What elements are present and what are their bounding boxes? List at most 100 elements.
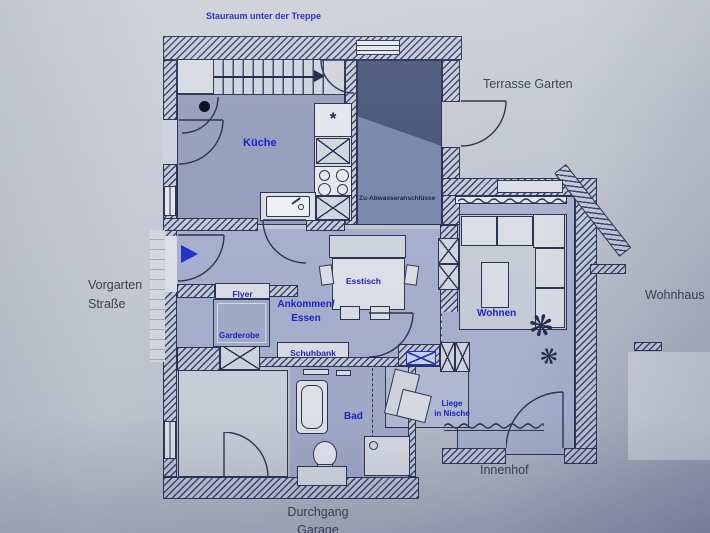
bath-shelf bbox=[303, 369, 329, 375]
wall-living-bottom-right bbox=[564, 448, 597, 464]
ankommen-label: Ankommen/ Essen bbox=[271, 298, 341, 326]
window-storage bbox=[164, 421, 176, 459]
liege-line2: in Nische bbox=[434, 409, 470, 419]
vent-xbox-blue bbox=[406, 351, 436, 365]
shaft-xbox bbox=[455, 342, 470, 372]
utility-room bbox=[357, 60, 442, 225]
burner-icon bbox=[319, 170, 330, 181]
wall-stub-right bbox=[590, 264, 626, 274]
cabinet-xbox-2 bbox=[316, 196, 350, 220]
door-kitchen-left bbox=[178, 119, 224, 165]
stair-direction-line bbox=[214, 76, 316, 78]
stauraum-label: Stauraum unter der Treppe bbox=[206, 11, 322, 21]
door-stair bbox=[320, 59, 355, 94]
wall-corner-left bbox=[177, 347, 220, 371]
durchgang-label: Durchgang Garage bbox=[268, 504, 368, 533]
wall-bath-right bbox=[408, 366, 416, 477]
dining-bench bbox=[329, 235, 406, 258]
liege-line1: Liege bbox=[441, 399, 463, 408]
sink-basin bbox=[266, 196, 310, 217]
toilet bbox=[313, 441, 337, 467]
bathtub bbox=[296, 380, 328, 434]
ankommen-line2: Essen bbox=[291, 313, 321, 324]
bath-vanity bbox=[297, 466, 347, 486]
durchgang-line1: Durchgang bbox=[287, 505, 349, 519]
wall-hall-top-left bbox=[163, 218, 258, 231]
chair bbox=[318, 264, 335, 286]
column-dot bbox=[199, 101, 210, 112]
vorgarten-line2: Straße bbox=[88, 296, 126, 311]
wall-living-bottom-left bbox=[442, 448, 506, 464]
bad-label: Bad bbox=[344, 411, 363, 422]
wall-flyer-right bbox=[268, 285, 298, 297]
coffee-table bbox=[481, 262, 509, 308]
wardrobe-inner bbox=[217, 303, 266, 343]
liege-label: Liege in Nische bbox=[430, 399, 474, 420]
chair bbox=[340, 306, 360, 320]
faucet-icon bbox=[298, 204, 304, 210]
shaft-xbox bbox=[438, 238, 459, 264]
door-living-courtyard bbox=[506, 391, 564, 449]
door-kitchen-hall bbox=[262, 219, 307, 264]
neighbor-patio bbox=[628, 352, 710, 460]
window-kitchen bbox=[164, 186, 176, 216]
kueche-label: Küche bbox=[243, 137, 277, 149]
garderobe-label: Garderobe bbox=[219, 331, 260, 340]
window-living-top bbox=[455, 196, 567, 204]
wall-top bbox=[163, 36, 462, 60]
appliance-box: * bbox=[314, 103, 352, 137]
chair bbox=[403, 264, 420, 286]
wall-bottom bbox=[163, 477, 419, 499]
schuhbank-label: Schuhbank bbox=[290, 348, 336, 358]
burner-icon bbox=[337, 184, 348, 195]
wall-right-upper bbox=[442, 60, 460, 102]
dining-table bbox=[332, 258, 405, 310]
shower-drain-icon bbox=[369, 441, 378, 450]
shaft-xbox bbox=[438, 264, 459, 290]
curtain-wavy-line bbox=[458, 198, 566, 204]
vorgarten-line1: Vorgarten bbox=[88, 278, 143, 292]
wardrobe-closet bbox=[213, 299, 270, 347]
courtyard-sill-line bbox=[444, 430, 544, 432]
sofa-cushion bbox=[535, 248, 565, 288]
sofa-cushion bbox=[535, 288, 565, 328]
entry-path bbox=[150, 230, 165, 362]
durchgang-line2: Garage bbox=[297, 522, 339, 533]
sofa-cushion bbox=[533, 214, 565, 248]
shower-partition-dashed bbox=[372, 368, 373, 438]
opening-entry bbox=[163, 236, 177, 292]
shaft-xbox bbox=[440, 342, 455, 372]
courtyard-wavy-line bbox=[444, 423, 544, 429]
door-entry bbox=[177, 234, 225, 282]
vorgarten-label: Vorgarten Straße bbox=[88, 276, 142, 314]
wohnen-label: Wohnen bbox=[477, 308, 517, 319]
window-top bbox=[356, 40, 400, 55]
entrance-arrow-icon bbox=[181, 245, 198, 263]
esstisch-label: Esstisch bbox=[346, 276, 381, 286]
innenhof-label: Innenhof bbox=[480, 463, 529, 477]
ankommen-line1: Ankommen/ bbox=[277, 299, 335, 310]
door-storage-room bbox=[223, 432, 269, 478]
opening-kitchen-left bbox=[163, 119, 177, 165]
sofa-cushion bbox=[497, 216, 533, 246]
storage-room bbox=[178, 370, 288, 477]
bath-shelf bbox=[336, 370, 351, 376]
flyer-shelf: Flyer bbox=[215, 283, 270, 299]
stair-arrow-icon bbox=[314, 70, 325, 82]
stove bbox=[314, 166, 352, 196]
door-terrace bbox=[460, 100, 507, 147]
sofa-cushion bbox=[461, 216, 497, 246]
appliance-symbol: * bbox=[329, 109, 337, 128]
burner-icon bbox=[318, 183, 331, 196]
burner-icon bbox=[336, 169, 349, 182]
wall-flyer-left bbox=[177, 284, 215, 298]
flyer-label: Flyer bbox=[232, 289, 253, 299]
terrasse-label: Terrasse Garten bbox=[483, 77, 573, 91]
cabinet-xbox-1 bbox=[316, 138, 350, 164]
shower bbox=[364, 436, 410, 476]
stair-landing bbox=[177, 58, 214, 94]
abwasser-label: Zu-Abwasseranschlüsse bbox=[359, 195, 436, 202]
wohnhaus-label: Wohnhaus bbox=[645, 288, 705, 302]
